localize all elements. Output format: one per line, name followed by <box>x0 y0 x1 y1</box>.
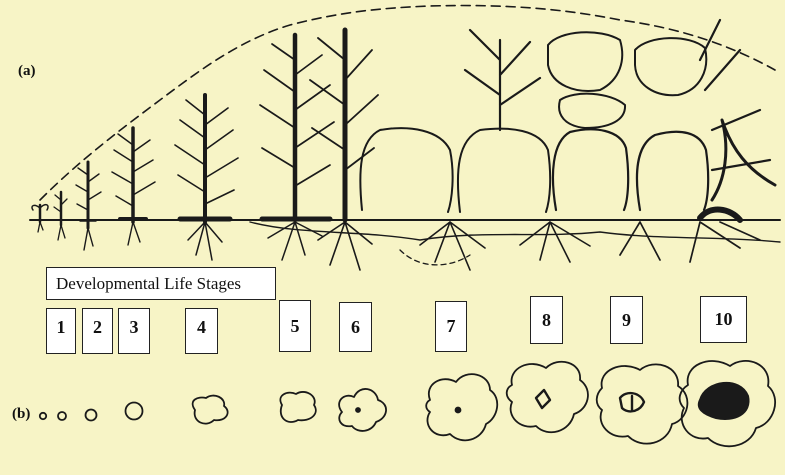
tree-stage-9 <box>519 31 630 263</box>
crown-11 <box>678 360 777 448</box>
stage-label-4: 4 <box>185 308 218 354</box>
stage-label-7: 7 <box>435 301 467 352</box>
crown-9 <box>505 360 589 434</box>
stage-label-1: 1 <box>46 308 76 354</box>
crown-5 <box>191 394 229 425</box>
tree-stage-2 <box>53 190 68 241</box>
crown-2 <box>57 411 67 421</box>
tree-stage-1 <box>31 203 49 233</box>
crown-7 <box>338 388 387 432</box>
tree-stage-5 <box>174 93 239 261</box>
chart-title: Developmental Life Stages <box>46 267 276 300</box>
tree-stage-6 <box>259 32 335 261</box>
panel-label-a: (a) <box>18 63 36 79</box>
canopy-envelope <box>39 4 776 201</box>
panel-label-b: (b) <box>12 406 31 422</box>
stage-label-9: 9 <box>610 296 643 344</box>
tree-stage-7 <box>309 27 454 271</box>
crown-1 <box>38 411 48 421</box>
tree-stage-10 <box>619 18 777 263</box>
tree-stage-4 <box>111 126 156 246</box>
crown-3 <box>84 408 98 422</box>
crown-6 <box>279 391 317 423</box>
crown-4 <box>124 401 144 421</box>
stage-label-6: 6 <box>339 302 372 352</box>
crown-8 <box>425 373 499 442</box>
stage-label-5: 5 <box>279 300 311 352</box>
stage-label-8: 8 <box>530 296 563 344</box>
stage-label-3: 3 <box>118 308 150 354</box>
root-mass <box>249 221 781 243</box>
crown-10 <box>595 363 689 445</box>
stage-label-2: 2 <box>82 308 113 354</box>
tree-stage-8 <box>419 28 552 271</box>
stage-label-10: 10 <box>700 296 747 343</box>
crown-outlines <box>38 360 777 448</box>
tree-stage-3 <box>75 160 102 251</box>
